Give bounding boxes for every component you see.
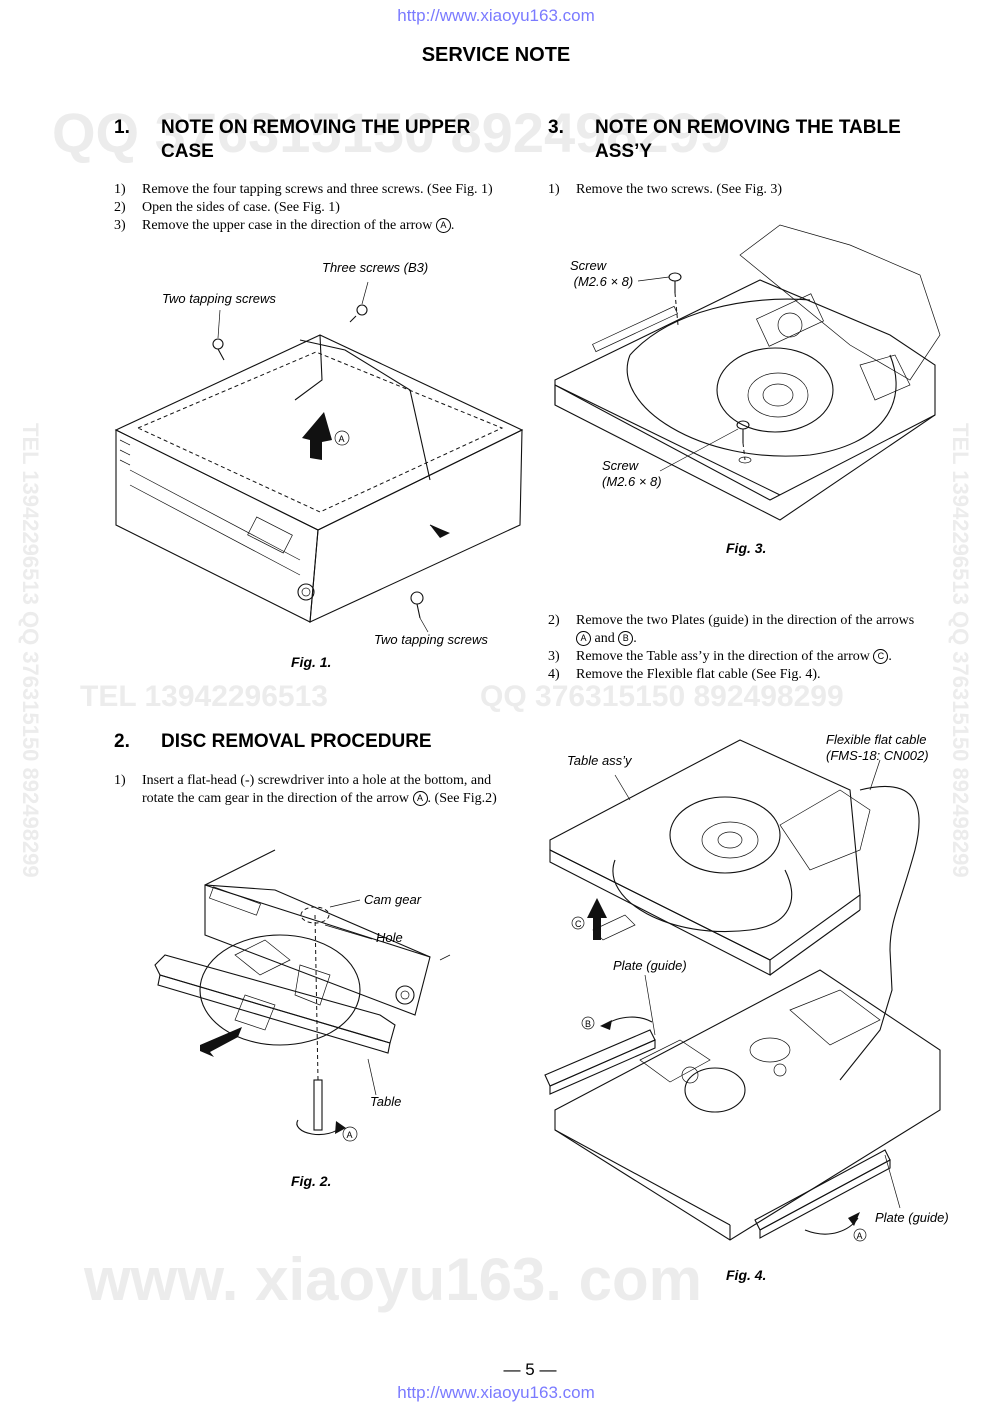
list-item: 3)Remove the Table ass’y in the directio… [548, 649, 892, 664]
label-plate-guide-bottom: Plate (guide) [875, 1210, 949, 1225]
screw-icon [668, 272, 682, 293]
footer-url[interactable]: http://www.xiaoyu163.com [397, 1383, 595, 1402]
watermark-top: QQ 376315150 892498299 [52, 101, 731, 164]
svg-text:A: A [857, 1231, 863, 1241]
section-3-step-1: 1)Remove the two screws. (See Fig. 3) [548, 181, 958, 199]
list-item: 2)Remove the two Plates (guide) in the d… [548, 613, 915, 646]
arrow-a-marker: A [576, 631, 591, 646]
svg-text:B: B [585, 1019, 591, 1029]
figure-2-caption: Fig. 2. [291, 1173, 332, 1189]
figure-2-diagram: A [154, 849, 451, 1142]
list-item: 4)Remove the Flexible flat cable (See Fi… [548, 667, 821, 682]
label-table-assy: Table ass’y [567, 753, 632, 768]
label-screw-bottom: Screw(M2.6 × 8) [602, 458, 662, 489]
page-title: SERVICE NOTE [421, 44, 571, 66]
watermark-mid-tel: TEL 13942296513 [80, 680, 328, 713]
label-cam-gear: Cam gear [364, 892, 422, 907]
list-item: 1)Remove the two screws. (See Fig. 3) [548, 182, 783, 197]
list-item: 3)Remove the upper case in the direction… [114, 218, 455, 233]
svg-text:A: A [339, 434, 345, 444]
label-table: Table [370, 1094, 402, 1109]
label-three-screws: Three screws (B3) [322, 260, 429, 275]
section-2-title: DISC REMOVAL PROCEDURE [161, 731, 432, 752]
arrow-b-marker: B [618, 631, 634, 646]
section-2-heading: 2. DISC REMOVAL PROCEDURE [114, 730, 534, 756]
watermark-mid-qq: QQ 376315150 892498299 [480, 680, 844, 713]
figure-3-caption: Fig. 3. [726, 540, 767, 556]
screw-icon [212, 338, 225, 361]
watermark-bottom: www. xiaoyu163. com [84, 1246, 703, 1313]
label-two-tapping-screws-bottom: Two tapping screws [374, 632, 488, 647]
screw-icon [349, 304, 368, 323]
figure-3-diagram [554, 224, 941, 521]
label-screw-top: Screw (M2.6 × 8) [570, 258, 634, 289]
list-item: 2)Open the sides of case. (See Fig. 1) [114, 200, 340, 215]
arrow-a-marker: A [435, 218, 451, 233]
section-3-steps-2-4: 2)Remove the two Plates (guide) in the d… [548, 612, 948, 684]
figure-1-caption: Fig. 1. [291, 654, 332, 670]
section-1-number: 1. [114, 117, 130, 138]
header-url[interactable]: http://www.xiaoyu163.com [397, 6, 595, 25]
section-1-steps: 1)Remove the four tapping screws and thr… [114, 181, 524, 235]
label-hole: Hole [376, 930, 403, 945]
page-number: — 5 — [503, 1360, 557, 1379]
list-item: 1)Insert a flat-head (-) screwdriver int… [114, 773, 497, 806]
arrow-c-marker: C [873, 649, 889, 664]
label-flexible-flat-cable: Flexible flat cable(FMS-18: CN002) [826, 732, 929, 763]
figure-4-diagram: C B A [544, 739, 941, 1242]
watermark-side-left: TEL 13942296513 QQ 376315150 892498299 [18, 423, 43, 878]
arrow-a-marker: A [412, 791, 428, 806]
section-2-number: 2. [114, 731, 130, 752]
list-item: 1)Remove the four tapping screws and thr… [114, 182, 493, 197]
section-2-steps: 1)Insert a flat-head (-) screwdriver int… [114, 772, 524, 808]
figure-1-diagram: A [114, 281, 524, 633]
svg-text:A: A [347, 1130, 353, 1140]
label-plate-guide-top: Plate (guide) [613, 958, 687, 973]
section-3-number: 3. [548, 117, 564, 138]
figure-4-caption: Fig. 4. [726, 1267, 767, 1283]
label-two-tapping-screws-top: Two tapping screws [162, 291, 276, 306]
screw-icon [410, 591, 424, 619]
screw-icon [736, 420, 750, 443]
svg-text:C: C [575, 919, 582, 929]
